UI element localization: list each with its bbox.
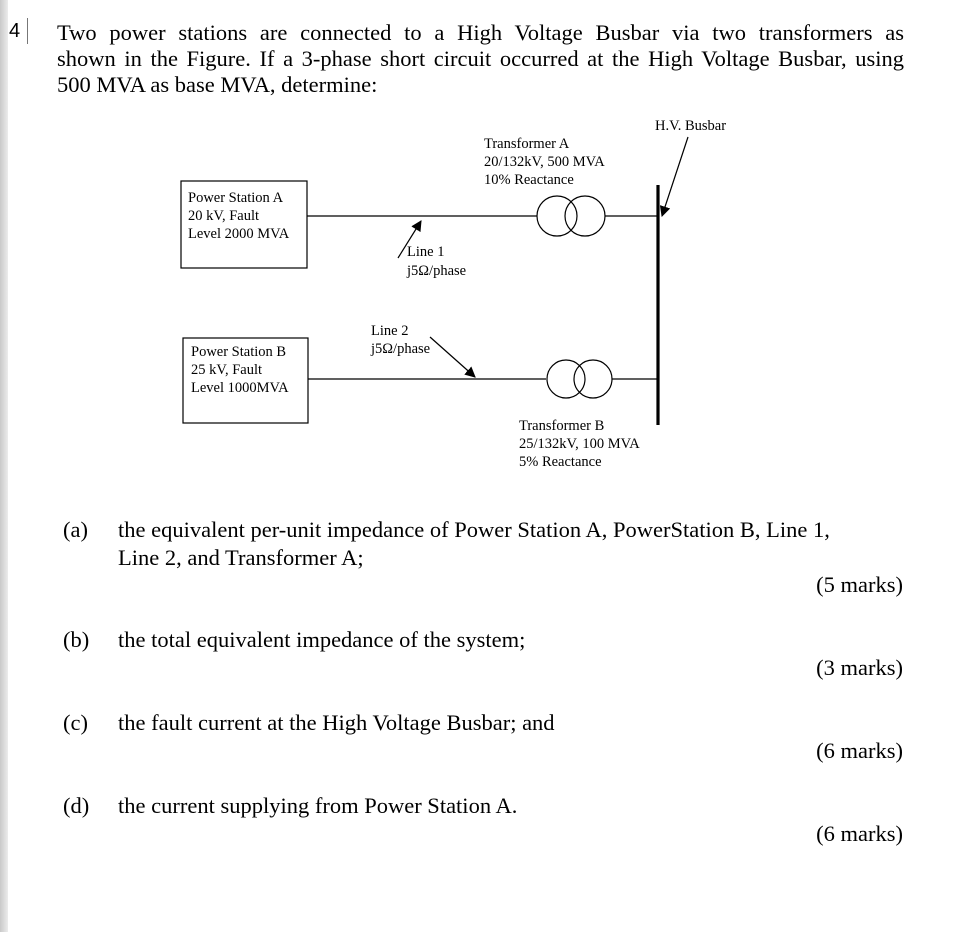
- line-2-name: Line 2: [371, 323, 409, 339]
- power-station-a-name: Power Station A: [188, 190, 284, 206]
- marks-c: (6 marks): [816, 738, 903, 763]
- line-2-impedance: j5Ω/phase: [371, 341, 431, 357]
- transformer-b-rating: 25/132kV, 100 MVA: [519, 436, 640, 452]
- marks-a: (5 marks): [816, 572, 903, 597]
- power-station-a-label: Power Station A 20 kV, Fault Level 2000 …: [188, 189, 289, 243]
- hv-busbar-pointer-arrow: [659, 136, 689, 218]
- transformer-b-label: Transformer B 25/132kV, 100 MVA 5% React…: [519, 417, 640, 471]
- power-station-b-label: Power Station B 25 kV, Fault Level 1000M…: [191, 343, 289, 397]
- power-station-a-box: [180, 180, 308, 269]
- question-number: 4: [0, 18, 28, 44]
- sub-question-letter: (a): [63, 517, 88, 542]
- power-station-a-voltage: 20 kV, Fault: [188, 208, 260, 224]
- sub-question-c: (c) the fault current at the High Voltag…: [63, 709, 908, 737]
- question-intro: Two power stations are connected to a Hi…: [57, 20, 904, 98]
- intro-line: shown in the Figure. If a 3-phase short …: [57, 46, 904, 71]
- transformer-a-primary-winding: [536, 195, 578, 237]
- sub-question-text: the equivalent per-unit impedance of Pow…: [118, 516, 830, 572]
- sub-question-b: (b) the total equivalent impedance of th…: [63, 626, 908, 654]
- transformer-a-secondary-winding: [564, 195, 606, 237]
- transformer-b-name: Transformer B: [519, 418, 605, 434]
- line-1-impedance: j5Ω/phase: [407, 263, 467, 279]
- sub-question-text: the fault current at the High Voltage Bu…: [118, 710, 555, 735]
- transformer-b-primary-winding: [546, 359, 586, 399]
- line-1-name: Line 1: [407, 244, 445, 260]
- line-1-pointer-arrow: [397, 220, 422, 259]
- page-edge-shadow: [0, 0, 8, 932]
- intro-line: Two power stations are connected to a Hi…: [57, 20, 904, 45]
- sub-question-letter: (c): [63, 710, 88, 735]
- marks-b: (3 marks): [816, 655, 903, 680]
- line-2-label: Line 2 j5Ω/phase: [371, 322, 430, 358]
- sub-question-text: the total equivalent impedance of the sy…: [118, 627, 526, 652]
- marks-d: (6 marks): [816, 821, 903, 846]
- sub-question-a: (a) the equivalent per-unit impedance of…: [63, 516, 908, 576]
- transformer-a-rating: 20/132kV, 500 MVA: [484, 154, 605, 170]
- transformer-a-label: Transformer A 20/132kV, 500 MVA 10% Reac…: [484, 135, 605, 189]
- transformer-a-name: Transformer A: [484, 136, 570, 152]
- power-station-a-fault-level: Level 2000 MVA: [188, 226, 290, 242]
- intro-line: 500 MVA as base MVA, determine:: [57, 72, 378, 97]
- sub-question-line: the equivalent per-unit impedance of Pow…: [118, 517, 830, 542]
- sub-question-letter: (b): [63, 627, 90, 652]
- transformer-b-secondary-winding: [573, 359, 613, 399]
- power-station-b-name: Power Station B: [191, 344, 287, 360]
- sub-question-letter: (d): [63, 793, 90, 818]
- sub-question-d: (d) the current supplying from Power Sta…: [63, 792, 908, 820]
- hv-busbar-label: H.V. Busbar: [655, 118, 727, 134]
- line-1-label: Line 1 j5Ω/phase: [407, 243, 466, 281]
- sub-question-line: Line 2, and Transformer A;: [118, 545, 364, 570]
- line-2-pointer-arrow: [429, 336, 476, 378]
- sub-question-text: the current supplying from Power Station…: [118, 793, 518, 818]
- transformer-a-reactance: 10% Reactance: [484, 172, 574, 188]
- power-station-b-box: [182, 337, 309, 424]
- power-station-b-voltage: 25 kV, Fault: [191, 362, 263, 378]
- power-station-b-fault-level: Level 1000MVA: [191, 380, 289, 396]
- transformer-b-reactance: 5% Reactance: [519, 454, 602, 470]
